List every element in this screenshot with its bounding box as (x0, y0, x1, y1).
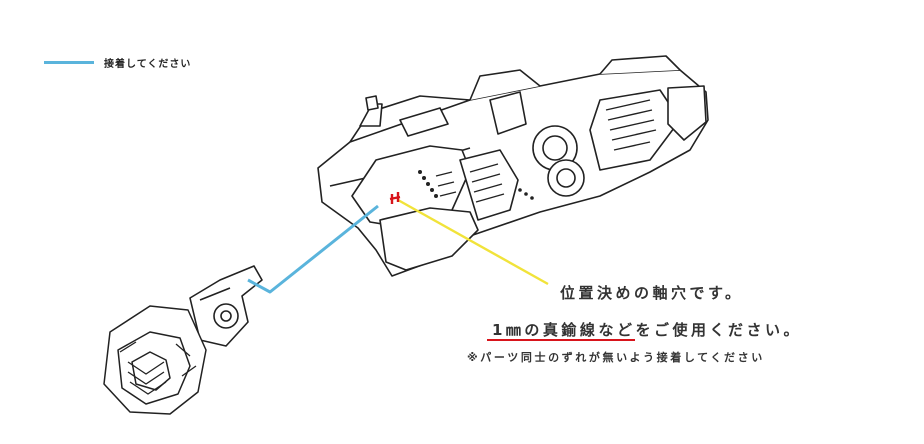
legend-label: 接着してください (104, 59, 192, 70)
arm-part (189, 265, 263, 347)
axle-hole-mark (389, 192, 401, 204)
note-alignment: ※パーツ同士のずれが無いよう接着してください (467, 351, 765, 364)
tread-part (103, 305, 207, 415)
grip-dots (418, 170, 534, 200)
vent-slots (435, 99, 657, 203)
note-brass-wire: 1㎜の真鍮線などをご使用ください。 (492, 321, 802, 339)
glue-line (247, 204, 379, 294)
pointer-line (397, 198, 549, 286)
tread-chevrons (119, 341, 197, 395)
legend-glue-line (44, 61, 94, 64)
note-underline (487, 339, 635, 341)
main-body-part (317, 55, 709, 277)
note-axle-hole: 位置決めの軸穴です。 (560, 284, 744, 302)
